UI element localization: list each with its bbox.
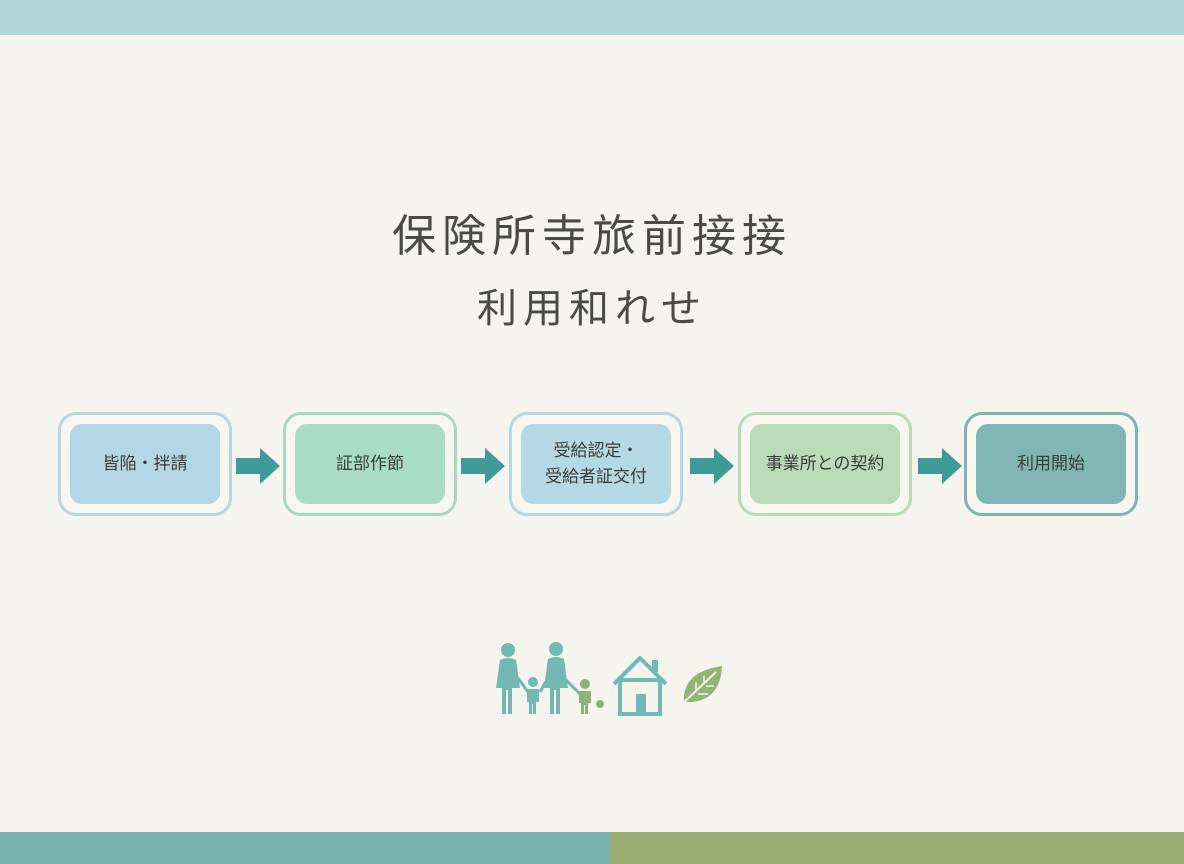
step-label: 証部作節	[295, 424, 445, 504]
step-label: 事業所との契約	[750, 424, 900, 504]
step-application: 皆陥・拌請	[58, 412, 232, 516]
bottom-bar-right	[610, 832, 1184, 864]
arrow-right-icon	[461, 448, 505, 484]
arrow-right-icon	[690, 448, 734, 484]
step-label: 利用開始	[976, 424, 1126, 504]
step-label-line: 受給認定・	[553, 440, 639, 461]
leaf-icon	[679, 666, 722, 707]
arrow-right-icon	[918, 448, 962, 484]
step-start-use: 利用開始	[964, 412, 1138, 516]
page-title: 保険所寺旅前接接	[392, 211, 792, 262]
step-contract: 事業所との契約	[738, 412, 912, 516]
house-icon	[612, 656, 668, 716]
bottom-bar-left	[0, 832, 610, 864]
title-block: 保険所寺旅前接接 利用和れせ	[0, 205, 1184, 332]
page-subtitle: 利用和れせ	[477, 286, 707, 332]
step-survey: 証部作節	[283, 412, 457, 516]
illustration-group	[496, 642, 722, 716]
step-label: 受給認定・ 受給者証交付	[521, 424, 671, 504]
top-accent-bar	[0, 0, 1184, 35]
arrow-right-icon	[236, 448, 280, 484]
step-certification: 受給認定・ 受給者証交付	[509, 412, 683, 516]
family-icon	[496, 642, 604, 714]
step-label-line: 受給者証交付	[545, 467, 647, 487]
step-label: 皆陥・拌請	[70, 424, 220, 504]
bottom-accent-bar	[0, 832, 1184, 864]
process-flow: 皆陥・拌請 証部作節 受給認定・ 受給者証交付 事業所との契約 利用開始	[0, 412, 1184, 520]
